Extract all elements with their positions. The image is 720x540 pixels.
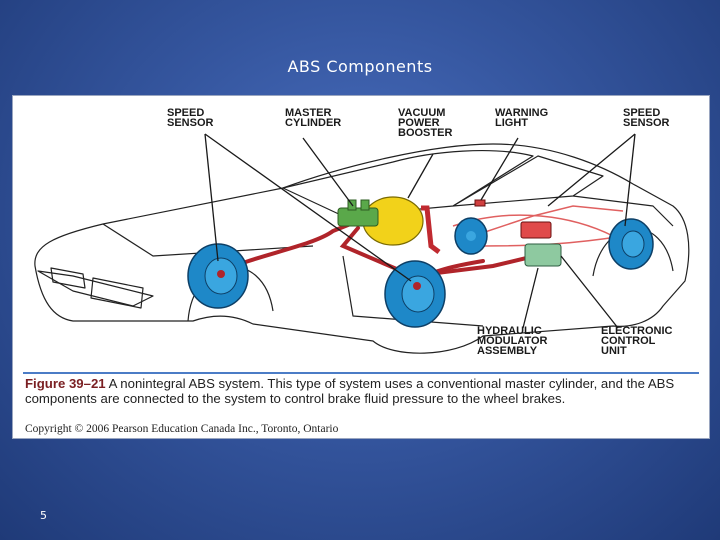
figure-number: Figure 39–21 [25, 376, 106, 391]
hydraulic-modulator-assembly [524, 243, 562, 267]
headlight-right [90, 277, 144, 309]
warning-light [474, 199, 486, 207]
electronic-control-unit [520, 221, 552, 239]
car-body-outline [34, 143, 690, 354]
label-hydraulic-modulator-assembly: HYDRAULIC MODULATOR ASSEMBLY [477, 325, 548, 357]
abs-diagram-figure: SPEED SENSOR MASTER CYLINDER VACUUM POWE… [12, 95, 710, 439]
door-line [342, 255, 484, 327]
hood-line [102, 223, 314, 257]
headlight-left [50, 267, 86, 289]
leader-ecu [560, 255, 619, 329]
wheel-front-left [187, 243, 249, 309]
front-bumper [37, 270, 154, 307]
leader-speed-sensor-right-1 [547, 133, 636, 207]
booster-bracket [421, 205, 441, 254]
label-warning-light: WARNING LIGHT [495, 107, 549, 129]
page-number: 5 [40, 509, 47, 522]
leader-warning-light [480, 137, 519, 201]
leader-vacuum-booster [407, 153, 434, 199]
leader-speed-sensor-left-2 [204, 133, 412, 282]
copyright-notice: Copyright © 2006 Pearson Education Canad… [25, 423, 339, 435]
label-vacuum-power-booster: VACUUM POWER BOOSTER [398, 107, 453, 139]
slide-title: ABS Components [287, 57, 433, 76]
leader-master-cylinder [302, 137, 354, 207]
abs-wiring-2 [472, 205, 624, 237]
label-speed-sensor-right: SPEED SENSOR [623, 107, 670, 129]
caption-separator [23, 372, 699, 374]
leader-speed-sensor-right-2 [624, 133, 636, 227]
label-master-cylinder: MASTER CYLINDER [285, 107, 342, 129]
rear-deck [572, 195, 674, 227]
windshield [282, 150, 534, 217]
wheel-rear-right [608, 218, 654, 270]
leader-hydraulic-modulator [522, 267, 539, 329]
wheel-front-right [384, 260, 446, 328]
figure-caption: Figure 39–21 A nonintegral ABS system. T… [25, 376, 695, 406]
car-illustration [34, 133, 690, 354]
label-speed-sensor-left: SPEED SENSOR [167, 107, 214, 129]
leader-speed-sensor-left-1 [204, 133, 219, 262]
wheel-rear-left [454, 217, 488, 255]
label-electronic-control-unit: ELECTRONIC CONTROL UNIT [601, 325, 673, 357]
side-window [452, 155, 604, 207]
caption-text: A nonintegral ABS system. This type of s… [25, 376, 675, 406]
